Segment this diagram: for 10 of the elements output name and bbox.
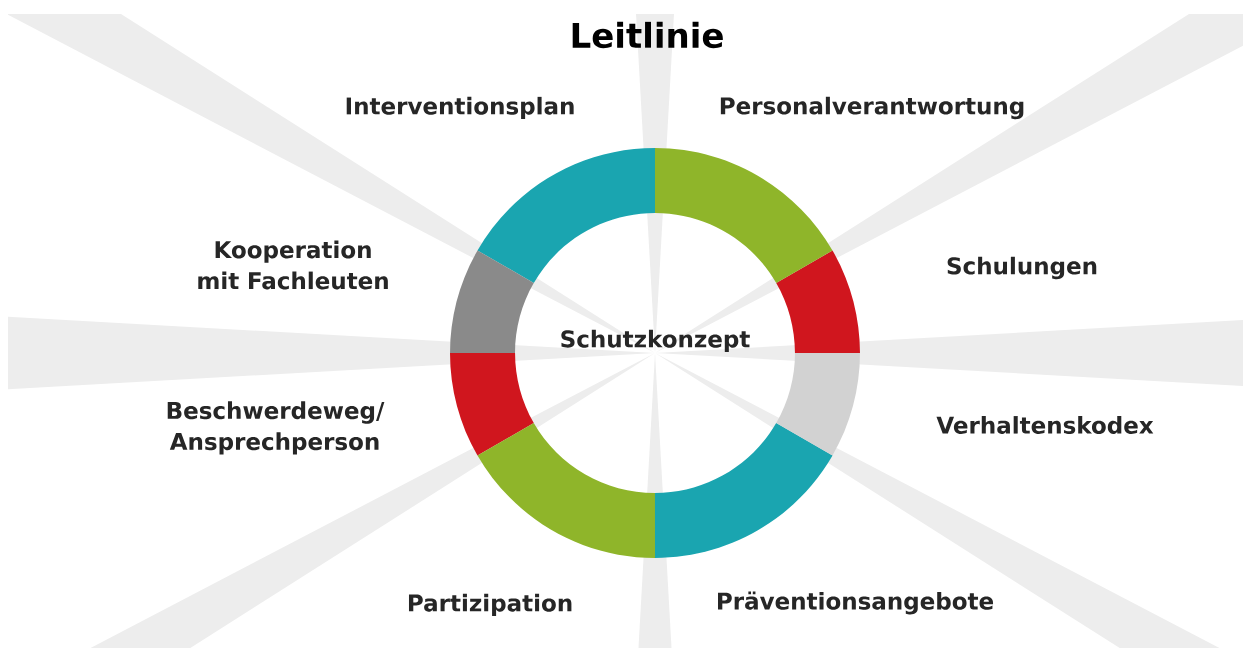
segment-label: Partizipation: [409, 593, 572, 617]
segment-label: Beschwerdeweg/ Ansprechperson: [167, 401, 385, 455]
center-label: Schutzkonzept: [561, 329, 750, 353]
segment-label: Interventionsplan: [346, 96, 574, 120]
segment-label: Schulungen: [947, 256, 1097, 280]
segment-label: Präventionsangebote: [718, 591, 994, 615]
segment-label: Verhaltenskodex: [936, 416, 1154, 434]
title: Leitlinie: [572, 21, 723, 49]
segment-label: Kooperation mit Fachleuten: [198, 240, 388, 290]
segment-label: Personalverantwortung: [720, 96, 1024, 120]
